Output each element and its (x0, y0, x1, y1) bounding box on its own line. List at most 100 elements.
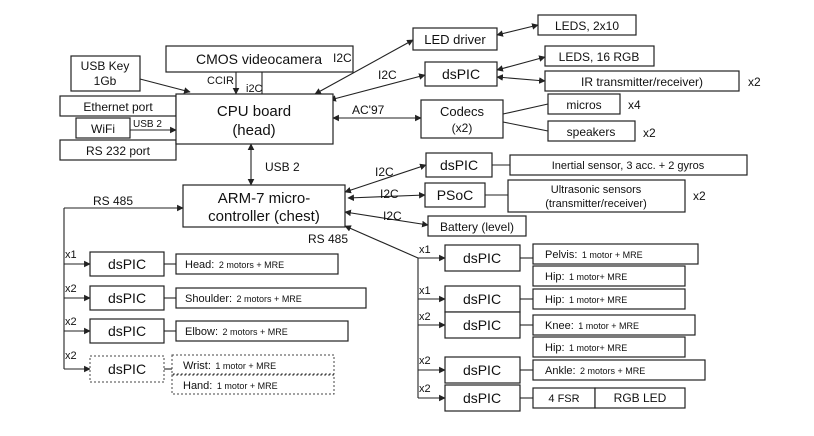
connectors (63, 23, 549, 402)
hand-motor-box (171, 374, 335, 395)
rs485-left-label: RS 485 (93, 194, 133, 208)
codecs-sublabel: (x2) (452, 121, 473, 135)
hip-motor-box (532, 288, 686, 310)
ir-transceiver-label: IR transmitter/receiver) (581, 75, 703, 89)
ultrasonic-sublabel: (transmitter/receiver) (545, 198, 646, 210)
rgb-led-box (594, 387, 686, 409)
right-multiplier: x1 (419, 244, 431, 256)
ir-multiplier: x2 (748, 75, 761, 89)
dspic-top-label: dsPIC (442, 66, 480, 82)
head-motor-box (175, 253, 339, 275)
left-multiplier: x2 (65, 316, 77, 328)
speakers-multiplier: x2 (643, 126, 656, 140)
right-limb-chain: x1 dsPIC Pelvis: 1 motor + MRE Hip: 1 mo… (419, 243, 706, 412)
ultrasonic-box (507, 179, 686, 213)
inertial-sensor-box (509, 154, 748, 176)
elbow-motor-label: Elbow: 2 motors + MRE (185, 322, 288, 339)
wrist-motor-label: Wrist: 1 motor + MRE (183, 356, 276, 373)
dspic-head-label: dsPIC (108, 256, 146, 272)
leds-rgb-label: LEDS, 16 RGB (559, 50, 640, 64)
dspic-head-box (89, 251, 165, 277)
rs232-port-box (59, 139, 177, 161)
micros-multiplier: x4 (628, 98, 641, 112)
arm-controller-sublabel: controller (chest) (208, 208, 320, 225)
usb-key-size: 1Gb (94, 74, 117, 88)
ultrasonic-multiplier: x2 (693, 189, 706, 203)
head-motor-label: Head: 2 motors + MRE (185, 255, 284, 272)
hip-motor-label: Hip: 1 motor+ MRE (545, 267, 627, 284)
ccir-label: CCIR (207, 75, 234, 87)
left-multiplier: x2 (65, 350, 77, 362)
i2c-inertial-label: I2C (375, 165, 394, 179)
leds-2x10-label: LEDS, 2x10 (555, 19, 619, 33)
rs232-port-label: RS 232 port (86, 144, 151, 158)
dspic-elbow-box (89, 318, 165, 344)
i2c-psoc-label: I2C (380, 187, 399, 201)
ultrasonic-label: Ultrasonic sensors (551, 184, 642, 196)
right-multiplier: x2 (419, 355, 431, 367)
dspic-knee-label: dsPIC (463, 317, 501, 333)
ac97-label: AC'97 (352, 103, 385, 117)
dspic-top-box (424, 61, 498, 87)
left-limb-chain: x1 dsPIC Head: 2 motors + MRE x2 dsPIC S… (65, 249, 367, 395)
usb2-wifi-label: USB 2 (133, 119, 162, 130)
dspic-inertial-label: dsPIC (440, 157, 478, 173)
dspic-elbow-label: dsPIC (108, 323, 146, 339)
psoc-label: PSoC (437, 187, 474, 203)
wifi-box (75, 117, 131, 139)
wifi-label: WiFi (91, 122, 115, 136)
dspic-pelvis-label: dsPIC (463, 250, 501, 266)
rs485-right-label: RS 485 (308, 232, 348, 246)
dspic-pelvis-box (444, 244, 521, 272)
dspic-wrist-box (89, 355, 165, 383)
hip-motor-box (532, 265, 686, 287)
shoulder-motor-box (175, 287, 367, 309)
hip-motor-label: Hip: 1 motor+ MRE (545, 338, 627, 355)
dspic-hip-label: dsPIC (463, 291, 501, 307)
hip-motor-label: Hip: 1 motor+ MRE (545, 290, 627, 307)
knee-motor-box (532, 314, 696, 336)
fsr-label: 4 FSR (548, 393, 579, 405)
dspic-shoulder-label: dsPIC (108, 290, 146, 306)
cpu-board-sublabel: (head) (232, 122, 275, 139)
right-multiplier: x1 (419, 285, 431, 297)
right-multiplier: x2 (419, 311, 431, 323)
usb2-label: USB 2 (265, 160, 300, 174)
dspic-fsr-label: dsPIC (463, 390, 501, 406)
usb-key-box (70, 55, 141, 92)
dspic-knee-box (444, 311, 521, 339)
dspic-shoulder-box (89, 285, 165, 311)
leds-rgb-box (544, 45, 655, 67)
codecs-box (420, 99, 504, 139)
dspic-wrist-label: dsPIC (108, 361, 146, 377)
pelvis-motor-box (532, 243, 699, 265)
ankle-motor-box (532, 359, 706, 381)
psoc-box (424, 182, 486, 208)
left-multiplier: x1 (65, 249, 77, 261)
i2c-camera-label: i2C (246, 83, 263, 95)
usb-key-label: USB Key (81, 59, 130, 73)
elbow-motor-box (175, 320, 349, 342)
ir-transceiver-box (544, 70, 740, 92)
wrist-motor-box (171, 354, 335, 375)
arm-controller-label: ARM-7 micro- (218, 190, 311, 207)
codecs-label: Codecs (440, 104, 485, 119)
knee-motor-label: Knee: 1 motor + MRE (545, 316, 639, 333)
micros-label: micros (566, 98, 601, 112)
cmos-camera-label: CMOS videocamera (196, 51, 322, 67)
cpu-board-box (175, 93, 334, 145)
cmos-camera-box (165, 45, 354, 73)
hip-motor-box (532, 336, 686, 358)
dspic-ankle-label: dsPIC (463, 362, 501, 378)
pelvis-motor-label: Pelvis: 1 motor + MRE (545, 245, 643, 262)
speakers-label: speakers (567, 125, 616, 139)
left-multiplier: x2 (65, 283, 77, 295)
arm-controller-box (182, 184, 346, 228)
i2c-battery-label: I2C (383, 209, 402, 223)
leds-2x10-box (537, 14, 637, 36)
cpu-board-label: CPU board (217, 103, 291, 120)
right-multiplier: x2 (419, 383, 431, 395)
rgb-led-label: RGB LED (614, 391, 667, 405)
inertial-sensor-label: Inertial sensor, 3 acc. + 2 gyros (552, 160, 705, 172)
led-driver-box (412, 27, 498, 51)
